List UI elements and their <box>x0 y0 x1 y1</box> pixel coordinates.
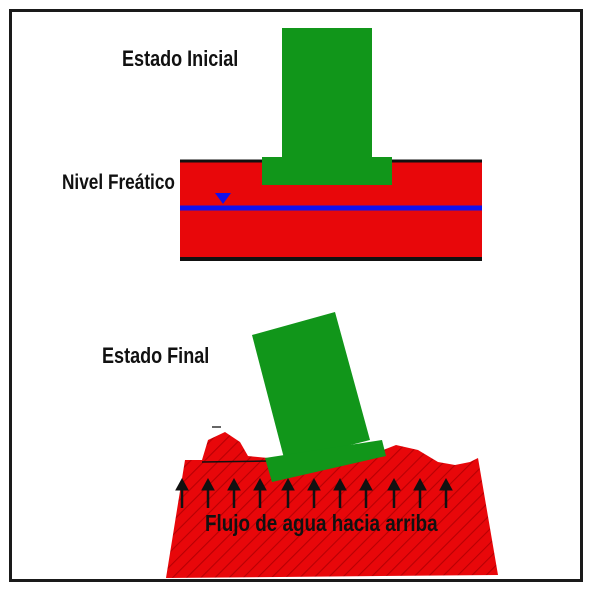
arrow-up-icon <box>307 477 321 508</box>
initial-state-label: Estado Inicial <box>122 46 239 71</box>
deformed-soil-mass <box>166 432 498 578</box>
upward-flow-arrows <box>175 477 453 508</box>
arrow-up-icon <box>387 477 401 508</box>
arrow-up-icon <box>281 477 295 508</box>
arrow-up-icon <box>253 477 267 508</box>
soil-surface-outline <box>201 460 269 463</box>
arrow-up-icon <box>359 477 373 508</box>
water-table-marker <box>215 193 231 204</box>
final-state-group <box>166 312 498 578</box>
arrow-up-icon <box>201 477 215 508</box>
foundation-stem <box>282 28 372 158</box>
initial-state-group <box>180 28 482 261</box>
foundation-footing <box>262 157 392 185</box>
upward-flow-label: Flujo de agua hacia arriba <box>205 510 438 536</box>
water-table-label: Nivel Freático <box>62 171 175 194</box>
arrow-up-icon <box>227 477 241 508</box>
tilted-foundation-footing <box>265 440 386 482</box>
arrow-up-icon <box>439 477 453 508</box>
final-state-label: Estado Final <box>102 343 210 368</box>
arrow-up-icon <box>413 477 427 508</box>
arrow-up-icon <box>333 477 347 508</box>
arrow-up-icon <box>175 477 189 508</box>
tilted-foundation-stem <box>252 312 370 462</box>
